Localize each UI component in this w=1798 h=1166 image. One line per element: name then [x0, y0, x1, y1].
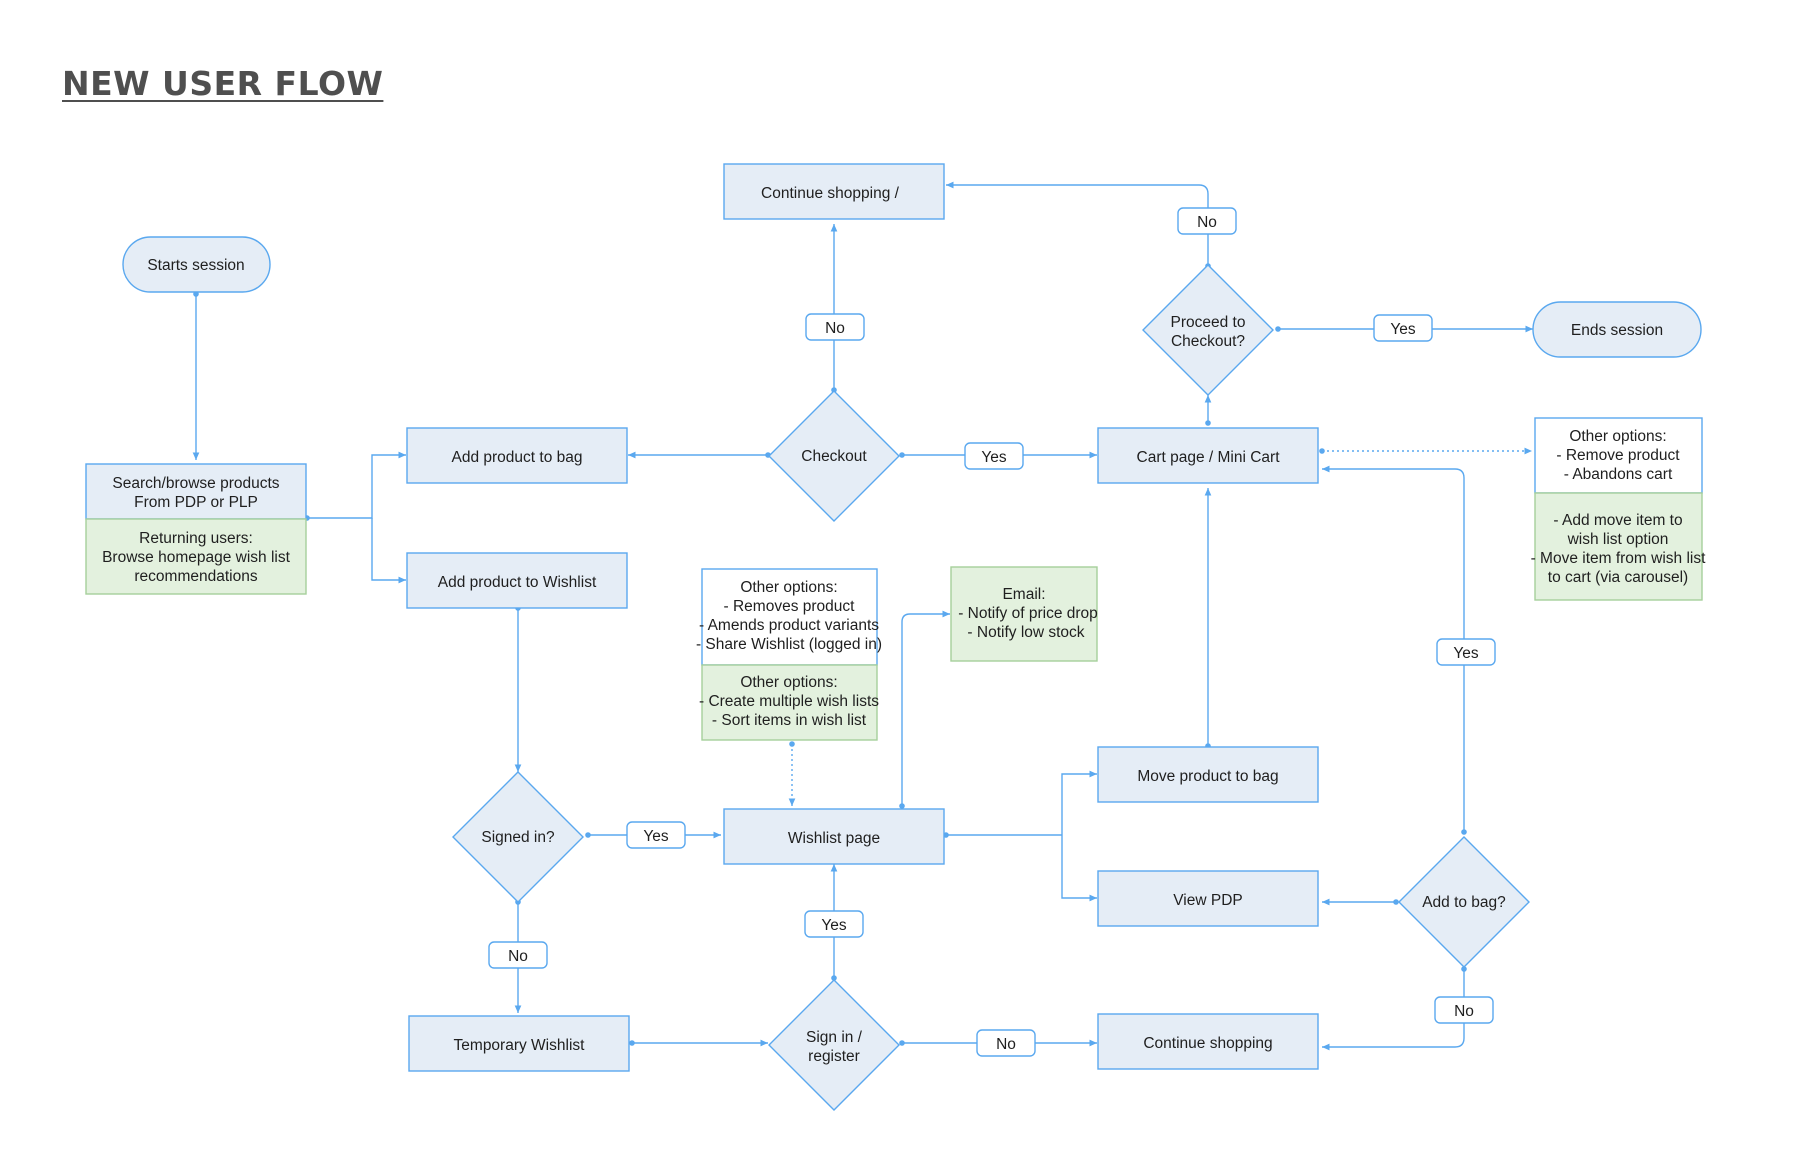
node-proceed-line2: Checkout? — [1171, 333, 1245, 350]
node-add-to-bag-label: Add product to bag — [452, 449, 583, 466]
node-continue-shopping-top: Continue shopping / — [723, 163, 945, 220]
node-add-to-bag-question: Add to bag? — [1398, 836, 1530, 968]
label-yes-signin: Yes — [804, 910, 864, 938]
node-search-browse-line1: Search/browse products — [112, 475, 279, 492]
node-move-to-bag-label: Move product to bag — [1137, 768, 1278, 785]
node-email-line1: Email: — [1002, 586, 1045, 603]
node-wishlist-green-line1: Other options: — [740, 674, 837, 691]
page-title: NEW USER FLOW — [62, 64, 384, 103]
connector-search-to-add-wishlist — [371, 518, 406, 584]
node-sign-in-line2: register — [808, 1048, 860, 1065]
node-wishlist-green-line3: - Sort items in wish list — [712, 712, 867, 729]
node-continue-shopping-bottom-label: Continue shopping — [1143, 1035, 1272, 1052]
node-cart-page: Cart page / Mini Cart — [1097, 427, 1319, 484]
node-email-line2: - Notify of price drop — [958, 605, 1098, 622]
node-cart-green-line2: wish list option — [1567, 531, 1669, 548]
label-yes-signed-text: Yes — [643, 828, 669, 845]
label-no-signin-text: No — [996, 1036, 1016, 1053]
node-cart-options-line3: - Abandons cart — [1564, 466, 1673, 483]
node-wishlist-options-line2: - Removes product — [724, 598, 856, 615]
label-no-top: No — [1177, 207, 1237, 235]
node-checkout: Checkout — [768, 390, 900, 522]
label-no-top-text: No — [1197, 214, 1217, 231]
node-temporary-wishlist-label: Temporary Wishlist — [454, 1037, 586, 1054]
label-no-signed: No — [488, 941, 548, 969]
node-cart-green-line4: to cart (via carousel) — [1548, 569, 1688, 586]
node-wishlist-green-line2: - Create multiple wish lists — [699, 693, 879, 710]
label-no-addbag-text: No — [1454, 1003, 1474, 1020]
node-ends-session-label: Ends session — [1571, 322, 1663, 339]
connector-search-to-add-bag — [304, 451, 406, 521]
label-no-addbag: No — [1434, 996, 1494, 1024]
node-search-browse: Search/browse products From PDP or PLP R… — [85, 463, 307, 595]
node-ends-session: Ends session — [1532, 301, 1702, 358]
node-wishlist-options-line4: - Share Wishlist (logged in) — [696, 636, 882, 653]
node-cart-green-line3: - Move item from wish list — [1531, 550, 1707, 567]
node-proceed-to-checkout: Proceed to Checkout? — [1142, 264, 1274, 396]
node-sign-in-line1: Sign in / — [806, 1029, 863, 1046]
node-view-pdp-label: View PDP — [1173, 892, 1243, 909]
node-wishlist-page: Wishlist page — [723, 808, 945, 865]
node-checkout-label: Checkout — [801, 448, 867, 465]
node-signed-in-label: Signed in? — [481, 829, 555, 846]
node-cart-page-label: Cart page / Mini Cart — [1137, 449, 1281, 466]
node-cart-other-options: Other options: - Remove product - Abando… — [1531, 417, 1707, 601]
node-returning-users-line3: recommendations — [134, 568, 257, 585]
label-yes-signin-text: Yes — [821, 917, 847, 934]
connector-to-move-bag — [1061, 770, 1097, 835]
label-no-signin: No — [976, 1029, 1036, 1057]
node-returning-users-line2: Browse homepage wish list — [102, 549, 291, 566]
node-move-product-to-bag: Move product to bag — [1097, 746, 1319, 803]
node-starts-session: Starts session — [122, 236, 271, 293]
node-cart-options-line1: Other options: — [1569, 428, 1666, 445]
node-continue-shopping-top-label: Continue shopping / — [761, 185, 900, 202]
label-yes-cart-text: Yes — [981, 449, 1007, 466]
node-cart-options-line2: - Remove product — [1556, 447, 1680, 464]
node-search-browse-line2: From PDP or PLP — [134, 494, 258, 511]
label-no-checkout-text: No — [825, 320, 845, 337]
node-add-product-to-wishlist: Add product to Wishlist — [406, 552, 628, 609]
connector-addbagq-to-continue-bottom — [1322, 966, 1467, 1051]
connector-proceed-to-continue-top — [946, 181, 1211, 269]
label-no-signed-text: No — [508, 948, 528, 965]
node-wishlist-options-line3: - Amends product variants — [699, 617, 879, 634]
node-add-product-to-bag: Add product to bag — [406, 427, 628, 484]
label-no-checkout: No — [805, 313, 865, 341]
label-yes-ends: Yes — [1373, 314, 1433, 342]
node-temporary-wishlist: Temporary Wishlist — [408, 1015, 630, 1072]
connector-to-view-pdp — [1061, 835, 1097, 902]
node-add-to-wishlist-label: Add product to Wishlist — [438, 574, 597, 591]
node-wishlist-page-label: Wishlist page — [788, 830, 880, 847]
node-sign-in-register: Sign in / register — [768, 979, 900, 1111]
node-returning-users-line1: Returning users: — [139, 530, 253, 547]
node-proceed-line1: Proceed to — [1171, 314, 1246, 331]
node-add-to-bag-q-label: Add to bag? — [1422, 894, 1506, 911]
node-email-line3: - Notify low stock — [967, 624, 1084, 641]
node-cart-green-line1: - Add move item to — [1553, 512, 1682, 529]
edge-labels: No No Yes Yes Yes Yes No Yes — [488, 207, 1496, 1057]
node-wishlist-options-line1: Other options: — [740, 579, 837, 596]
node-continue-shopping-bottom: Continue shopping — [1097, 1013, 1319, 1070]
connector-addbagq-to-cart — [1322, 465, 1467, 835]
label-yes-cart: Yes — [964, 442, 1024, 470]
nodes: Starts session Search/browse products Fr… — [85, 163, 1707, 1111]
node-signed-in: Signed in? — [452, 771, 584, 903]
label-yes-right-text: Yes — [1453, 645, 1479, 662]
node-wishlist-other-options: Other options: - Removes product - Amend… — [696, 568, 882, 741]
node-starts-session-label: Starts session — [147, 257, 244, 274]
label-yes-signed: Yes — [626, 821, 686, 849]
label-yes-ends-text: Yes — [1390, 321, 1416, 338]
label-yes-right: Yes — [1436, 638, 1496, 666]
node-view-pdp: View PDP — [1097, 870, 1319, 927]
node-email: Email: - Notify of price drop - Notify l… — [950, 566, 1098, 662]
connector-wishlist-page-to-email — [899, 610, 950, 809]
